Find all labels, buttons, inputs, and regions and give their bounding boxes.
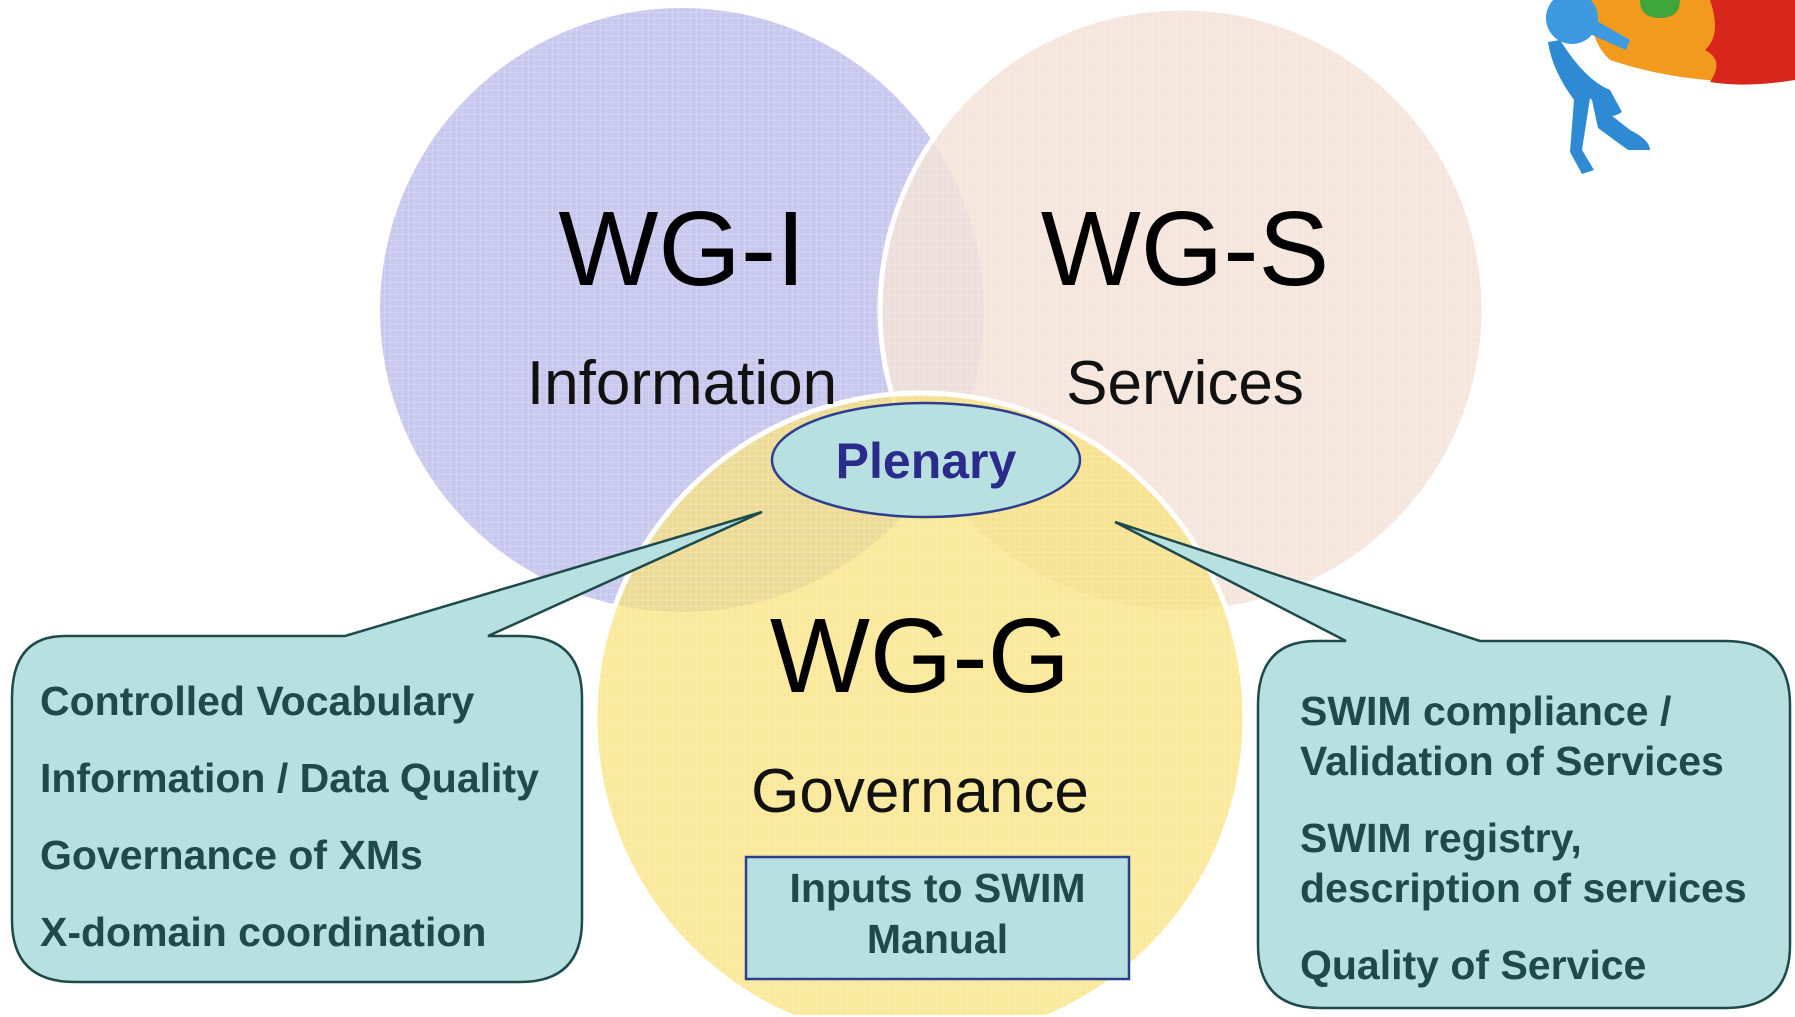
list-item-line: SWIM registry,: [1300, 815, 1582, 862]
plenary-ellipse: [770, 401, 1082, 519]
wg-i-code: WG-I: [558, 190, 805, 308]
wg-s-code: WG-S: [1041, 190, 1330, 308]
inputs-line: Manual: [866, 916, 1009, 963]
list-item: X-domain coordination: [40, 909, 487, 956]
list-item-line: Quality of Service: [1300, 942, 1647, 989]
list-item: Controlled Vocabulary: [40, 678, 475, 724]
list-item: SWIM compliance / Validation of Services: [1300, 686, 1747, 786]
puzzle-figure-icon: [1546, 0, 1795, 174]
wg-g-name: Governance: [751, 757, 1089, 826]
wg-s-name: Services: [1066, 349, 1304, 418]
wg-g-code: WG-G: [770, 597, 1070, 715]
inputs-to-swim-manual: Inputs to SWIM Manual: [746, 863, 1129, 966]
right-callout: [1114, 520, 1792, 1010]
plenary-label: Plenary: [835, 433, 1017, 489]
inputs-line: Inputs to SWIM: [789, 865, 1086, 911]
inputs-box: [744, 855, 1131, 981]
list-item-line: description of services: [1300, 865, 1747, 912]
list-item-line: Validation of Services: [1300, 738, 1724, 785]
list-item: Quality of Service: [1300, 940, 1747, 990]
list-item-line: SWIM compliance /: [1300, 688, 1672, 734]
list-item: Information / Data Quality: [40, 755, 539, 802]
list-item: SWIM registry, description of services: [1300, 813, 1747, 913]
left-callout-list: Controlled Vocabulary Information / Data…: [40, 676, 539, 984]
left-callout: [10, 510, 763, 984]
list-item: Governance of XMs: [40, 832, 423, 879]
right-callout-list: SWIM compliance / Validation of Services…: [1300, 686, 1747, 1017]
wg-i-name: Information: [527, 349, 837, 418]
